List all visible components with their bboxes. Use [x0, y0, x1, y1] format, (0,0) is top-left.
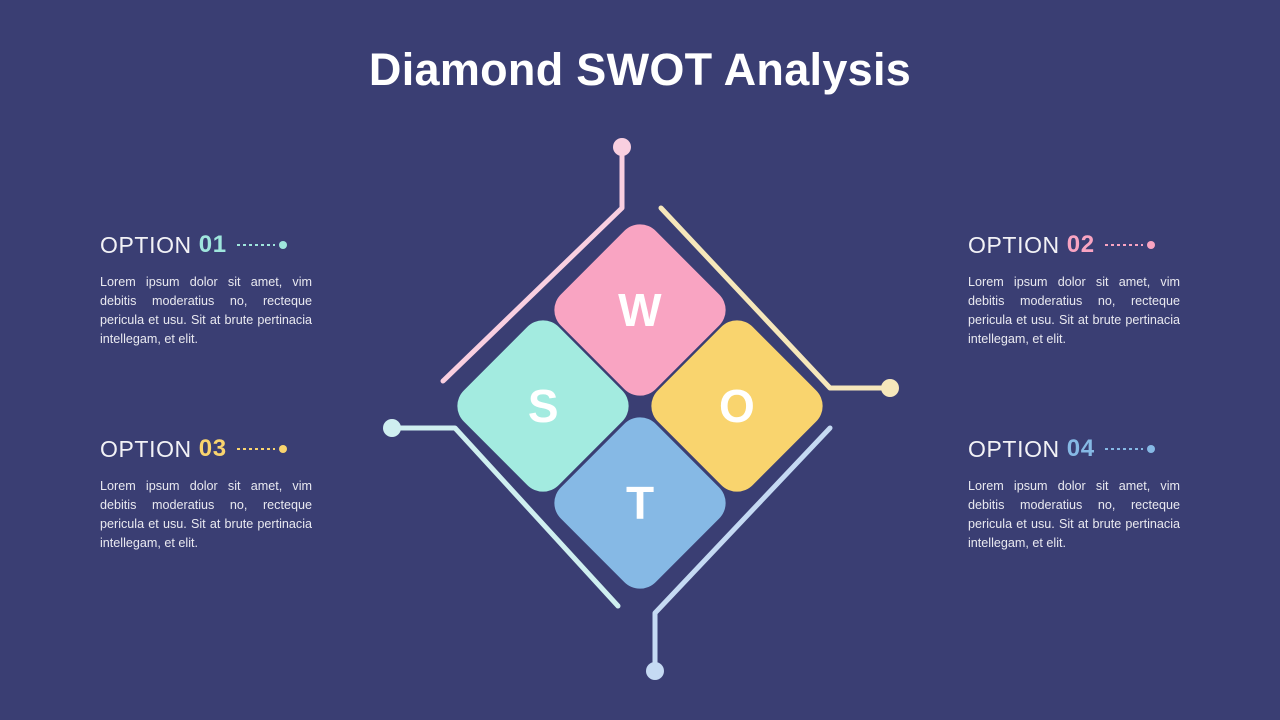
option-block-01[interactable]: OPTION 01 Lorem ipsum dolor sit amet, vi… [100, 230, 312, 349]
swot-cell-o-letter: O [719, 380, 755, 432]
option-02-heading: OPTION 02 [968, 230, 1180, 260]
connector-yellow-dot [881, 379, 899, 397]
option-04-word: OPTION [968, 435, 1060, 462]
option-02-number: 02 [1066, 231, 1095, 258]
option-01-word: OPTION [100, 231, 192, 258]
option-block-03[interactable]: OPTION 03 Lorem ipsum dolor sit amet, vi… [100, 434, 312, 553]
connector-pink-dot [613, 138, 631, 156]
option-02-end-dot [1146, 241, 1155, 249]
option-04-number: 04 [1066, 435, 1095, 462]
option-03-body: Lorem ipsum dolor sit amet, vim debitis … [100, 479, 312, 550]
option-01-dotted-rule [236, 244, 275, 246]
option-01-body: Lorem ipsum dolor sit amet, vim debitis … [100, 275, 312, 346]
option-01-end-dot [278, 241, 287, 249]
connector-mint-dot [383, 419, 401, 437]
option-04-end-dot [1146, 445, 1155, 453]
swot-cell-t-letter: T [625, 476, 655, 529]
swot-cell-w-letter: W [618, 283, 662, 336]
option-03-dotted-rule [236, 448, 275, 450]
connector-blue-dot [646, 662, 664, 680]
option-04-body: Lorem ipsum dolor sit amet, vim debitis … [968, 479, 1180, 550]
page-title: Diamond SWOT Analysis [368, 44, 912, 95]
option-03-number: 03 [198, 435, 227, 462]
option-03-heading: OPTION 03 [100, 434, 312, 464]
option-01-number: 01 [198, 231, 227, 258]
option-03-word: OPTION [100, 435, 192, 462]
option-block-04[interactable]: OPTION 04 Lorem ipsum dolor sit amet, vi… [968, 434, 1180, 553]
option-02-word: OPTION [968, 231, 1060, 258]
option-02-dotted-rule [1104, 244, 1143, 246]
option-04-heading: OPTION 04 [968, 434, 1180, 464]
option-03-end-dot [278, 445, 287, 453]
swot-cell-s-letter: S [527, 380, 559, 432]
option-01-heading: OPTION 01 [100, 230, 312, 260]
option-block-02[interactable]: OPTION 02 Lorem ipsum dolor sit amet, vi… [968, 230, 1180, 349]
option-02-body: Lorem ipsum dolor sit amet, vim debitis … [968, 275, 1180, 346]
option-04-dotted-rule [1104, 448, 1143, 450]
